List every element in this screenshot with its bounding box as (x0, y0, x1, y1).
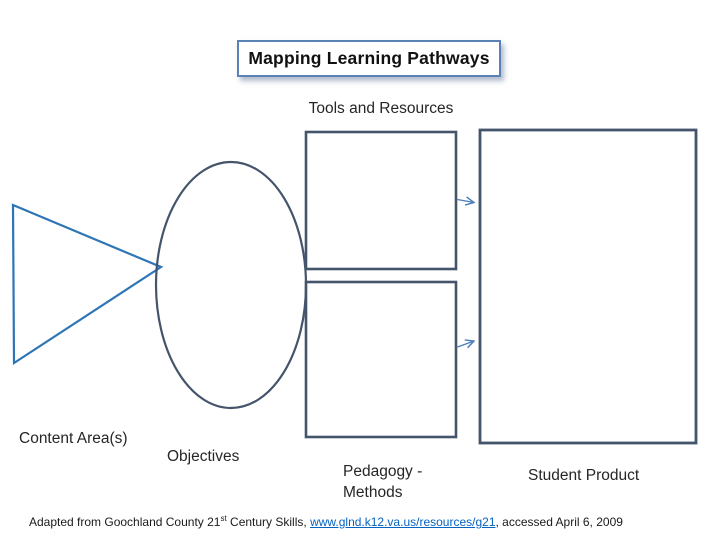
title-box: Mapping Learning Pathways (237, 40, 501, 77)
citation-text-end: , accessed April 6, 2009 (495, 515, 623, 529)
label-objectives: Objectives (167, 448, 240, 465)
student-product-box (478, 128, 698, 445)
label-pedagogy-methods: Pedagogy - Methods (343, 463, 423, 501)
arrow-bottom-icon (457, 341, 475, 347)
footer-citation: Adapted from Goochland County 21st Centu… (29, 514, 623, 529)
arrow-top-icon (457, 200, 475, 203)
citation-text-start: Adapted from Goochland County 21 (29, 515, 221, 529)
objectives-ellipse (154, 160, 308, 410)
label-student-product: Student Product (528, 467, 640, 484)
label-content-area: Content Area(s) (19, 430, 128, 447)
citation-text-middle: Century Skills, (226, 515, 311, 529)
tools-resources-box (304, 130, 458, 271)
label-tools-and-resources: Tools and Resources (308, 100, 454, 117)
page-title: Mapping Learning Pathways (248, 48, 490, 68)
content-area-triangle (11, 203, 164, 366)
citation-link[interactable]: www.glnd.k12.va.us/resources/g21 (310, 515, 496, 529)
pedagogy-methods-box (304, 280, 458, 439)
citation-superscript: st (220, 514, 227, 523)
